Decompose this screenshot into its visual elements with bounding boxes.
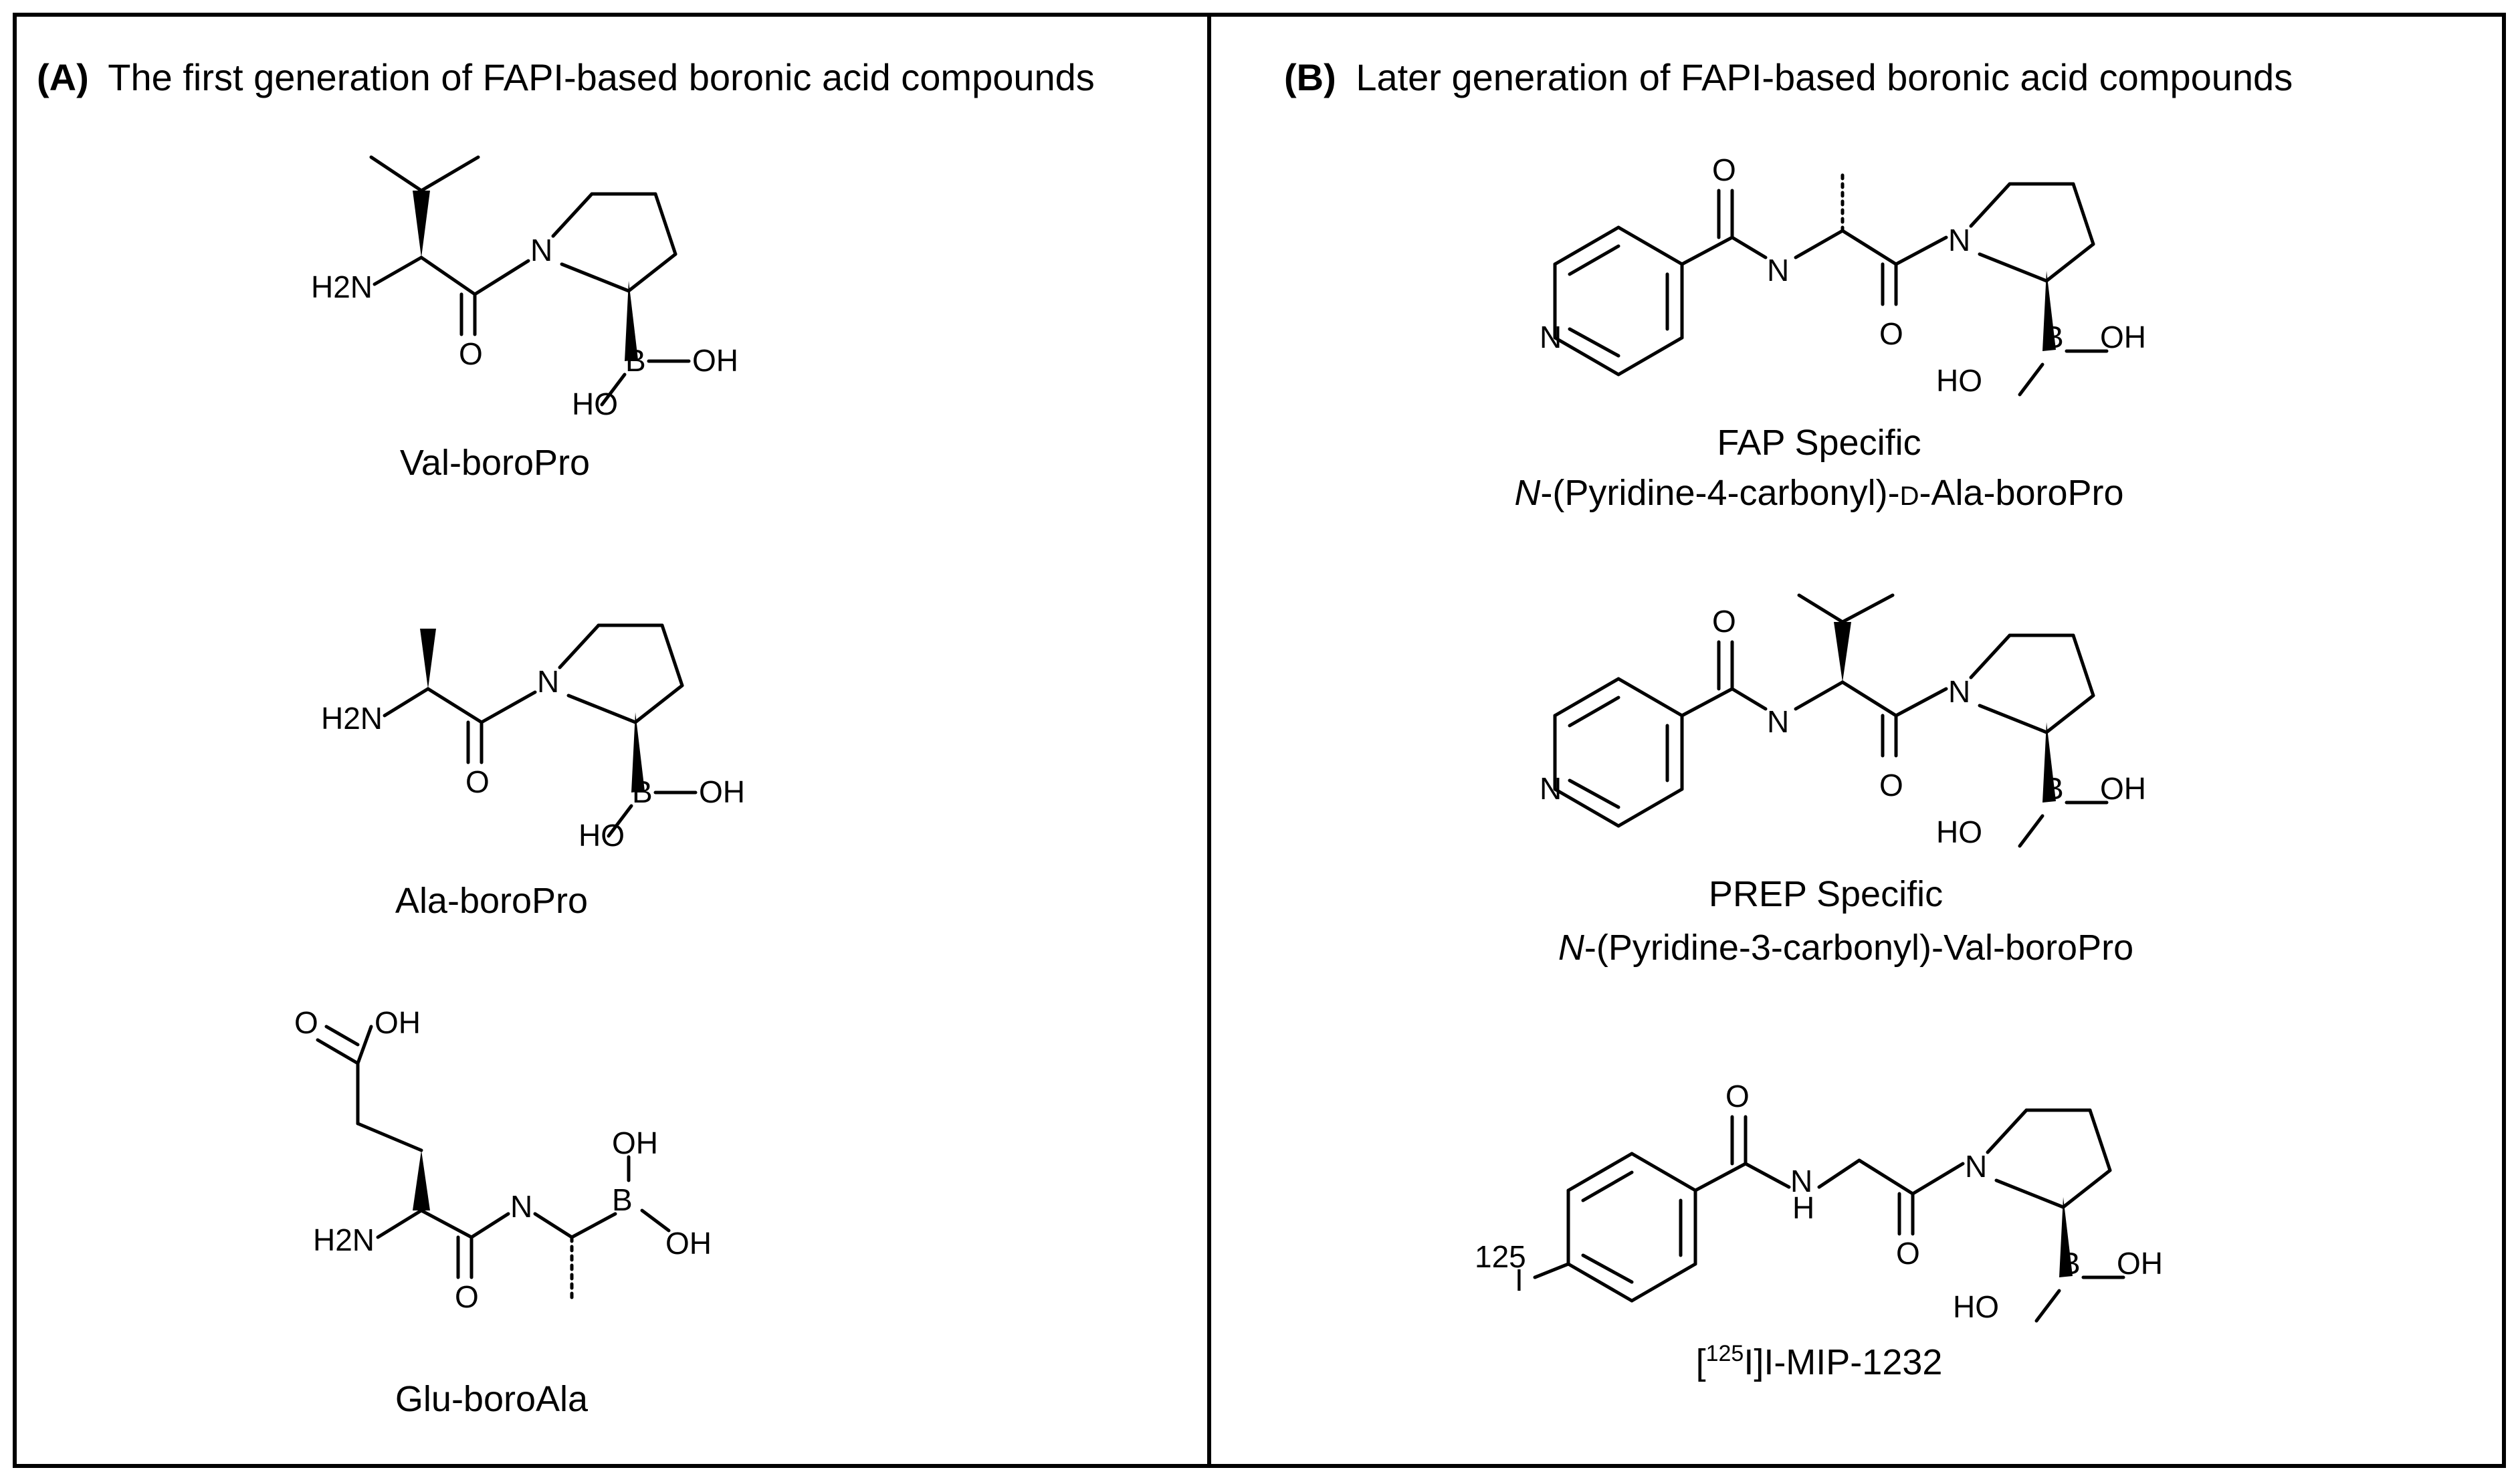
atom-label: OH	[2100, 320, 2146, 354]
atom-label: HO	[572, 387, 618, 421]
panel-b-label: (B)	[1284, 56, 1336, 98]
atom-label: O	[1712, 604, 1736, 639]
compound-b2-line2: N-(Pyridine-3-carbonyl)-Val-boroPro	[1558, 928, 2133, 968]
atom-label: O	[1879, 768, 1903, 803]
atom-label: H2N	[313, 1223, 375, 1257]
chemical-structure-pyridine-3-carbonyl-val-boropro: N O N O N B OH HO	[1540, 593, 2146, 849]
atom-label: N	[510, 1189, 532, 1224]
atom-label: O	[465, 764, 490, 799]
atom-label: HO	[1936, 815, 1982, 849]
chemical-structure-pyridine-4-carbonyl-ala-boropro: N O N O N B OH HO	[1540, 152, 2146, 398]
atom-label: OH	[375, 1005, 421, 1040]
atom-label: HO	[579, 818, 625, 853]
chemical-structure-ala-boropro: H2N O N B OH HO	[321, 625, 745, 853]
atom-label: N	[1948, 674, 1970, 709]
atom-label: N	[530, 233, 552, 268]
atom-label: O	[1879, 316, 1903, 351]
compound-b2-line1: PREP Specific	[1709, 874, 1943, 914]
atom-label: OH	[665, 1226, 712, 1261]
figure-frame	[13, 13, 2506, 1468]
atom-label: B	[632, 774, 653, 809]
atom-label: B	[625, 343, 646, 378]
panel-a-title: (A) The first generation of FAPI-based b…	[37, 56, 1095, 98]
panel-b-title: (B) Later generation of FAPI-based boron…	[1284, 56, 2293, 98]
atom-label: O	[1712, 152, 1736, 187]
atom-label: HO	[1936, 363, 1982, 398]
panel-b-heading: Later generation of FAPI-based boronic a…	[1356, 56, 2293, 98]
atom-label: N	[1540, 320, 1562, 354]
atom-label: H2N	[311, 270, 373, 304]
atom-label: 125	[1475, 1239, 1526, 1274]
compound-b1-line2: N-(Pyridine-4-carbonyl)-d-Ala-boroPro	[1514, 473, 2123, 513]
atom-label: O	[455, 1279, 479, 1314]
atom-label: I	[1515, 1263, 1524, 1297]
compound-b1-line1: FAP Specific	[1717, 423, 1921, 463]
atom-label: B	[612, 1182, 633, 1217]
panel-a-label: (A)	[37, 56, 89, 98]
atom-label: O	[294, 1005, 318, 1040]
atom-label: B	[2043, 771, 2064, 806]
atom-label: B	[2060, 1246, 2081, 1281]
chemical-structure-mip-1232: 125 I O N H O N B OH HO	[1475, 1079, 2163, 1324]
atom-label: N	[1540, 771, 1562, 806]
atom-label: N	[1767, 704, 1789, 739]
atom-label: O	[1725, 1079, 1750, 1114]
atom-label: N	[1790, 1164, 1812, 1198]
atom-label: B	[2043, 320, 2064, 354]
compound-name-val-boropro: Val-boroPro	[400, 443, 590, 483]
atom-label: OH	[2117, 1246, 2163, 1281]
compound-name-mip-1232: [125I]I-MIP-1232	[1696, 1341, 1943, 1382]
atom-label: OH	[2100, 771, 2146, 806]
atom-label: O	[1896, 1236, 1920, 1271]
atom-label: N	[537, 664, 559, 699]
panel-a-heading: The first generation of FAPI-based boron…	[108, 56, 1095, 98]
chemical-structure-glu-boroala: O OH H2N O N B OH OH	[294, 1005, 712, 1314]
atom-label: OH	[692, 343, 738, 378]
chemical-structure-val-boropro: H2N O N B OH HO	[311, 155, 738, 421]
atom-label: HO	[1953, 1289, 1999, 1324]
atom-label: N	[1767, 253, 1789, 288]
atom-label: O	[459, 336, 483, 371]
atom-label: OH	[699, 774, 745, 809]
atom-label: H	[1792, 1190, 1814, 1225]
atom-label: OH	[612, 1126, 658, 1160]
compound-name-ala-boropro: Ala-boroPro	[395, 881, 588, 921]
atom-label: H2N	[321, 701, 383, 736]
atom-label: N	[1948, 223, 1970, 257]
compound-name-glu-boroala: Glu-boroAla	[395, 1379, 589, 1419]
atom-label: N	[1965, 1149, 1987, 1184]
